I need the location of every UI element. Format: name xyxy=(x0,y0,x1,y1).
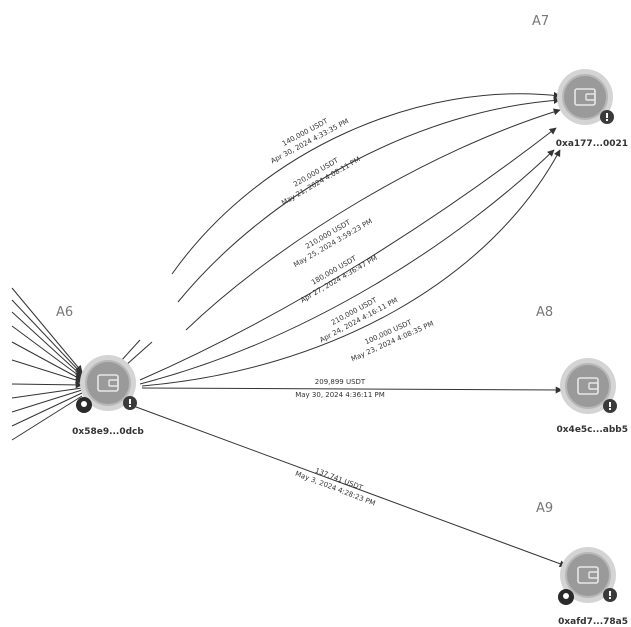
wallet-node-src[interactable] xyxy=(76,355,137,413)
transfer-edge[interactable] xyxy=(141,386,563,394)
wallet-icon xyxy=(574,88,596,106)
wallet-icon xyxy=(97,374,119,392)
transfer-edge[interactable] xyxy=(127,403,567,568)
incoming-edges xyxy=(11,287,153,441)
node-address: 0x58e9...0dcb xyxy=(72,427,144,437)
alert-icon xyxy=(603,588,617,602)
incoming-edge[interactable] xyxy=(11,311,83,377)
transfer-edge[interactable] xyxy=(139,149,555,385)
transfer-labels: 140,000 USDT Apr 30, 2024 4:33:35 PM 220… xyxy=(269,117,435,508)
group-label-a9: A9 xyxy=(536,501,553,516)
alert-icon xyxy=(603,399,617,413)
wallet-node-a8[interactable] xyxy=(560,358,617,414)
transfer-amount: 209,899 USDT xyxy=(315,378,366,386)
wallet-node-a9[interactable] xyxy=(558,547,617,605)
incoming-edge[interactable] xyxy=(11,381,83,389)
transfer-edges xyxy=(127,91,567,568)
node-address: 0xa177...0021 xyxy=(556,139,628,149)
incoming-edge[interactable] xyxy=(11,325,83,379)
incoming-edge[interactable] xyxy=(124,341,153,367)
transfer-edge[interactable] xyxy=(141,149,561,387)
wallet-icon xyxy=(577,377,599,395)
group-label-a8: A8 xyxy=(536,305,553,320)
node-address: 0xafd7...78a5 xyxy=(558,617,628,627)
incoming-edge[interactable] xyxy=(119,339,141,363)
incoming-edge[interactable] xyxy=(11,392,83,427)
group-label-a6: A6 xyxy=(56,305,73,320)
location-pin-icon xyxy=(76,397,92,413)
alert-icon xyxy=(123,396,137,410)
transfer-edge[interactable] xyxy=(171,91,561,275)
transfer-edge[interactable] xyxy=(177,96,561,303)
wallet-icon xyxy=(577,566,599,584)
location-pin-icon xyxy=(558,589,574,605)
incoming-edge[interactable] xyxy=(11,299,83,375)
incoming-edge[interactable] xyxy=(11,341,83,381)
incoming-edge[interactable] xyxy=(11,359,83,384)
transfer-edge[interactable] xyxy=(185,108,561,331)
node-address: 0x4e5c...abb5 xyxy=(556,425,628,435)
incoming-edge[interactable] xyxy=(11,387,83,399)
incoming-edge[interactable] xyxy=(11,395,83,441)
alert-icon xyxy=(600,110,614,124)
transfer-edge[interactable] xyxy=(139,127,557,381)
transfer-datetime: May 30, 2024 4:36:11 PM xyxy=(295,391,385,399)
wallet-node-a7[interactable] xyxy=(557,69,614,125)
group-label-a7: A7 xyxy=(532,14,549,29)
incoming-edge[interactable] xyxy=(11,389,83,413)
incoming-edge[interactable] xyxy=(11,287,83,373)
